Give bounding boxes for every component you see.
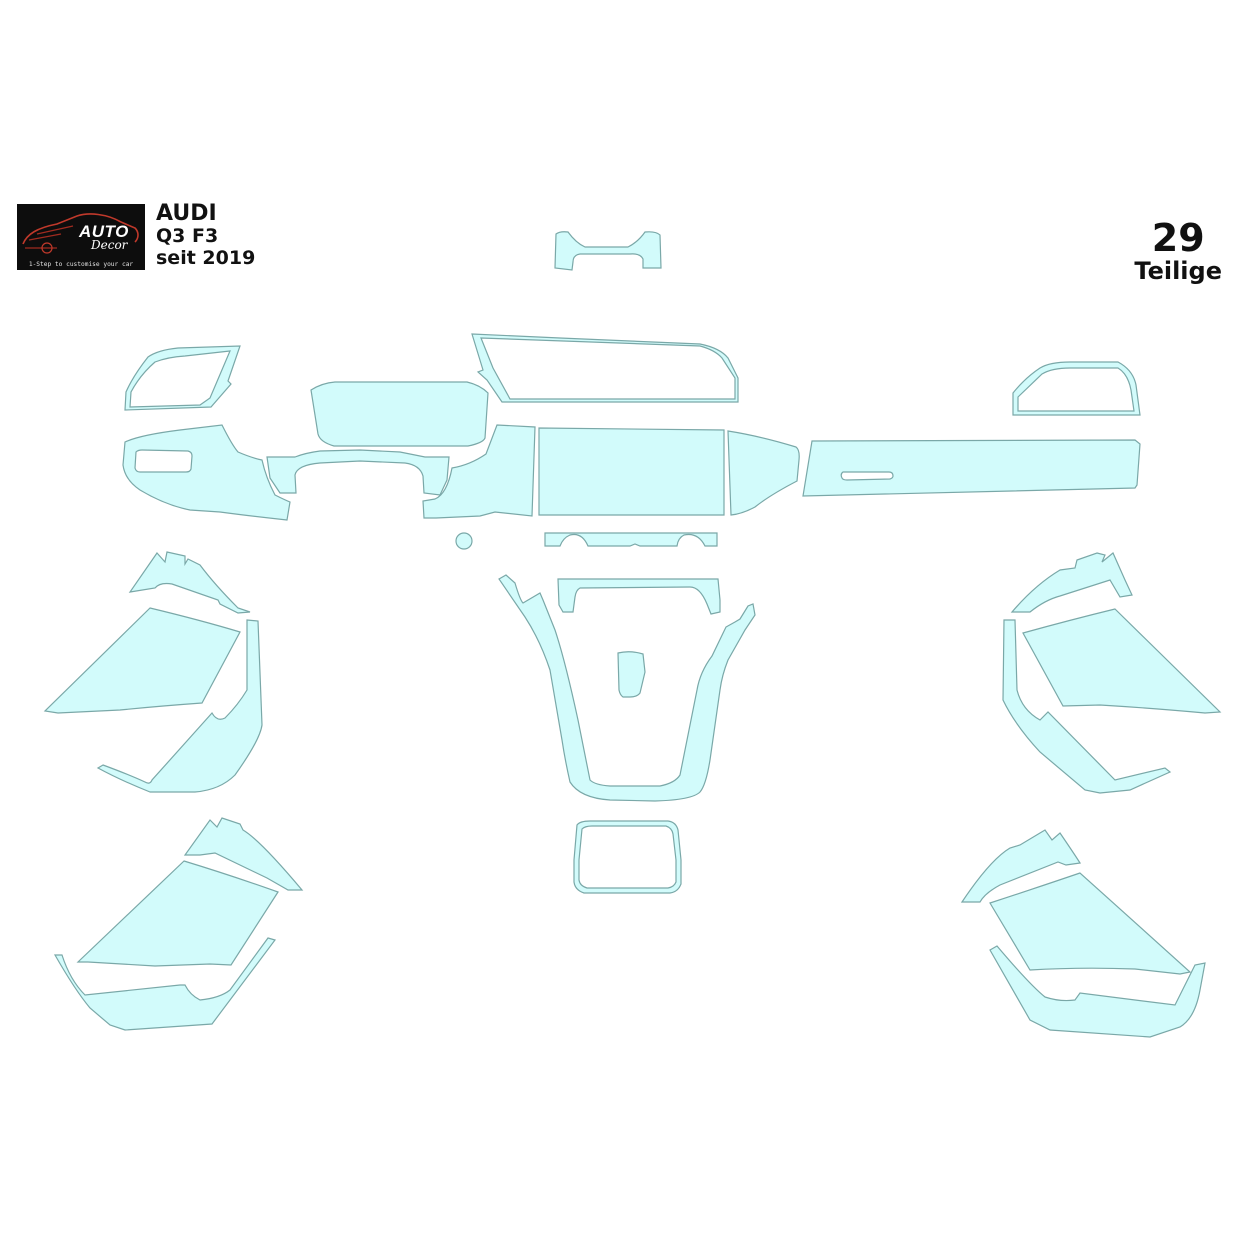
rear-right-door-upper <box>960 829 1081 903</box>
vehicle-since: seit 2019 <box>156 247 256 269</box>
logo-text-auto: AUTO <box>79 222 129 241</box>
rear-left-door-lower <box>53 937 277 1031</box>
front-right-door-upper <box>1010 552 1133 613</box>
console-left-rail <box>498 574 756 802</box>
front-left-door-lower <box>96 619 263 793</box>
piece-count-label: Teilige <box>1134 257 1222 285</box>
brand-logo: AUTO Decor 1-Step to customise your car <box>17 204 145 270</box>
front-left-door-panel <box>43 607 241 714</box>
rear-left-door-upper <box>183 817 304 891</box>
car-silhouette-icon <box>22 213 139 254</box>
front-left-door-upper <box>128 551 251 614</box>
center-dash-right-panel <box>727 430 800 516</box>
front-right-door-panel <box>1022 608 1222 714</box>
logo-tagline: 1-Step to customise your car <box>28 261 134 268</box>
center-dash-left-panel <box>422 424 536 519</box>
front-right-door-lower <box>1002 619 1172 794</box>
logo-text-decor: Decor <box>91 238 128 252</box>
center-console-large-panel <box>538 427 725 516</box>
vehicle-make: AUDI <box>156 201 217 226</box>
climate-control-strip <box>544 532 718 547</box>
piece-count: 29 Teilige <box>1134 218 1222 284</box>
rear-right-door-panel <box>989 872 1192 975</box>
passenger-dash-strip <box>802 439 1141 497</box>
rear-left-door-panel <box>76 860 279 967</box>
vehicle-title: AUDI Q3 F3 seit 2019 <box>156 201 256 270</box>
steering-column-surround <box>266 449 450 496</box>
rear-right-door-lower <box>989 945 1206 1038</box>
vehicle-model: Q3 F3 <box>156 225 219 247</box>
console-top-bridge <box>557 578 721 615</box>
left-dash-panel <box>122 424 291 521</box>
start-button-ring <box>455 532 473 550</box>
top-center-bracket <box>554 231 662 271</box>
gear-selector-cover <box>617 651 646 698</box>
instrument-cluster-screen <box>310 381 489 447</box>
piece-count-number: 29 <box>1151 216 1205 260</box>
